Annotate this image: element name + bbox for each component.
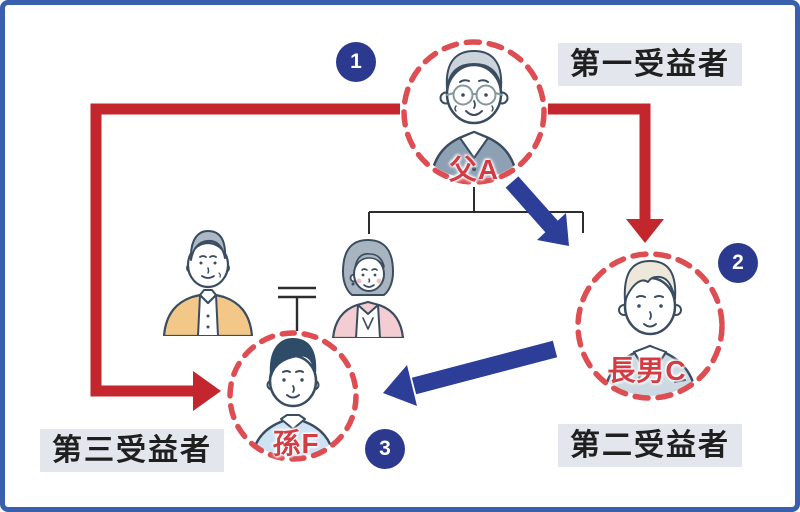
eldest-son-c-name: 長男C xyxy=(607,355,687,386)
father-a-avatar xyxy=(400,38,548,186)
step-badge-1: 1 xyxy=(336,42,376,82)
elderly-man-glasses-icon xyxy=(401,39,547,185)
grandson-f-avatar xyxy=(225,328,361,464)
first-beneficiary-label: 第一受益者 xyxy=(558,43,742,86)
middle-aged-woman-icon xyxy=(331,239,405,340)
red-route-son-arrowhead xyxy=(626,219,664,243)
marriage-symbol xyxy=(278,286,316,331)
couple-wife-figure xyxy=(330,234,406,340)
father-a-name: 父A xyxy=(448,154,500,185)
blue-arrow-father-to-son xyxy=(505,176,569,246)
third-beneficiary-label: 第三受益者 xyxy=(40,429,224,472)
red-route-father-to-son xyxy=(548,103,651,221)
red-route-father-to-grandson xyxy=(90,103,400,397)
red-route-grandson-arrowhead xyxy=(193,371,221,411)
boy-sweater-icon xyxy=(227,330,359,462)
step-badge-2: 2 xyxy=(718,243,758,283)
grandson-f-name: 孫F xyxy=(272,428,320,459)
eldest-son-c-avatar xyxy=(573,249,727,403)
couple-husband-figure xyxy=(160,224,256,338)
second-beneficiary-label: 第二受益者 xyxy=(558,424,742,467)
middle-aged-man-icon xyxy=(162,230,254,338)
young-man-suit-icon xyxy=(575,251,725,401)
step-badge-3: 3 xyxy=(365,429,405,469)
blue-arrow-son-to-grandson xyxy=(383,340,558,406)
family-tree-lines xyxy=(368,187,584,234)
